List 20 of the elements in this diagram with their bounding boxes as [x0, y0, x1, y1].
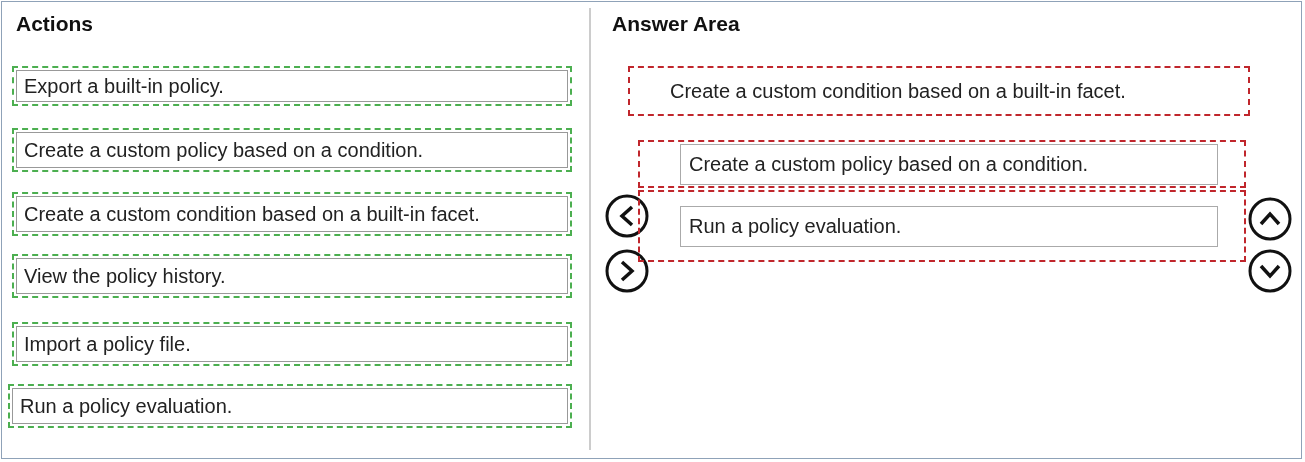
action-text: Export a built-in policy. [24, 74, 224, 98]
answer-box [628, 66, 1250, 116]
answer-box [638, 190, 1246, 262]
action-box [12, 322, 572, 366]
action-box [12, 128, 572, 172]
action-text: Create a custom policy based on a condition. [24, 138, 424, 162]
panel-heading: Answer Area [612, 12, 740, 36]
action-text: Create a custom condition based on a built-in facet. [24, 202, 480, 226]
action-box [12, 254, 572, 298]
answer-box [638, 140, 1246, 188]
action-box [12, 66, 572, 106]
panel-heading: Actions [16, 12, 93, 36]
action-box [8, 384, 572, 428]
action-text: Create a custom condition based on a built-in facet. [670, 79, 1126, 103]
action-text: Run a policy evaluation. [680, 205, 1218, 247]
action-text: Create a custom policy based on a condition. [680, 143, 1218, 185]
action-text: Import a policy file. [24, 332, 191, 356]
action-text: View the policy history. [24, 264, 226, 288]
action-text: Run a policy evaluation. [20, 394, 233, 418]
action-box [12, 192, 572, 236]
